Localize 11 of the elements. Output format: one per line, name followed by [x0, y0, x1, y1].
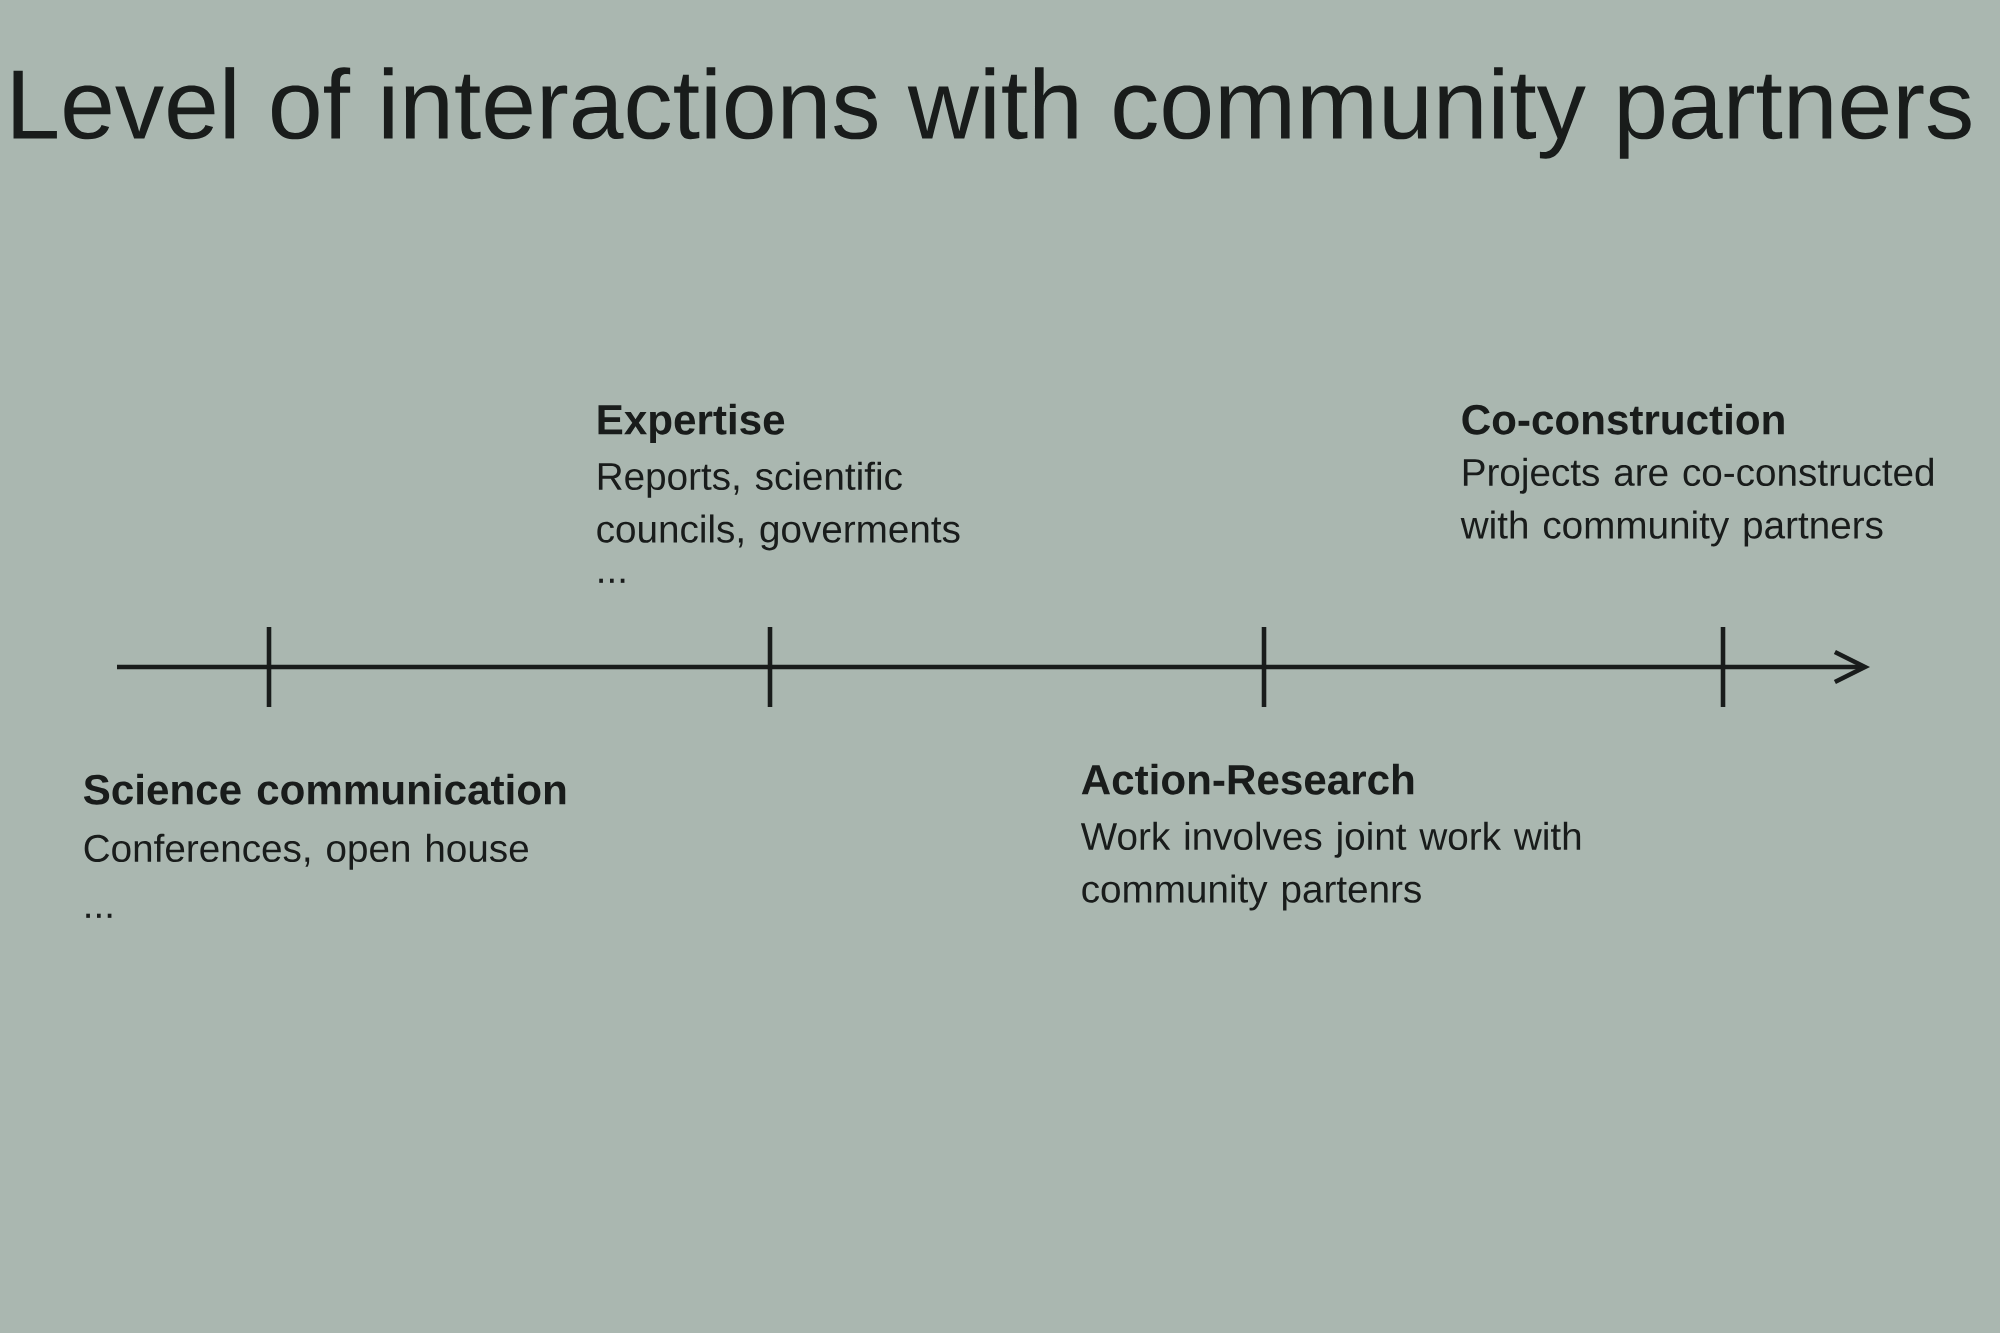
stage-description: Projects are co-constructed with community partners	[1460, 457, 1934, 547]
ellipsis: ...	[599, 578, 625, 583]
stage-heading: Expertise	[598, 403, 785, 443]
ellipsis: ...	[86, 913, 112, 918]
slide-title: Level of interactions with community partners	[13, 67, 1971, 159]
stage-heading: Co-construction	[1462, 403, 1784, 435]
stage-description: Conferences, open house	[84, 833, 528, 870]
stage-description: Reports, scientific councils, goverments	[597, 461, 960, 551]
stage-heading: Science communication	[83, 773, 566, 805]
stage-heading: Action-Research	[1081, 763, 1414, 795]
stage-description: Work involves joint work with community partenrs	[1080, 821, 1581, 911]
